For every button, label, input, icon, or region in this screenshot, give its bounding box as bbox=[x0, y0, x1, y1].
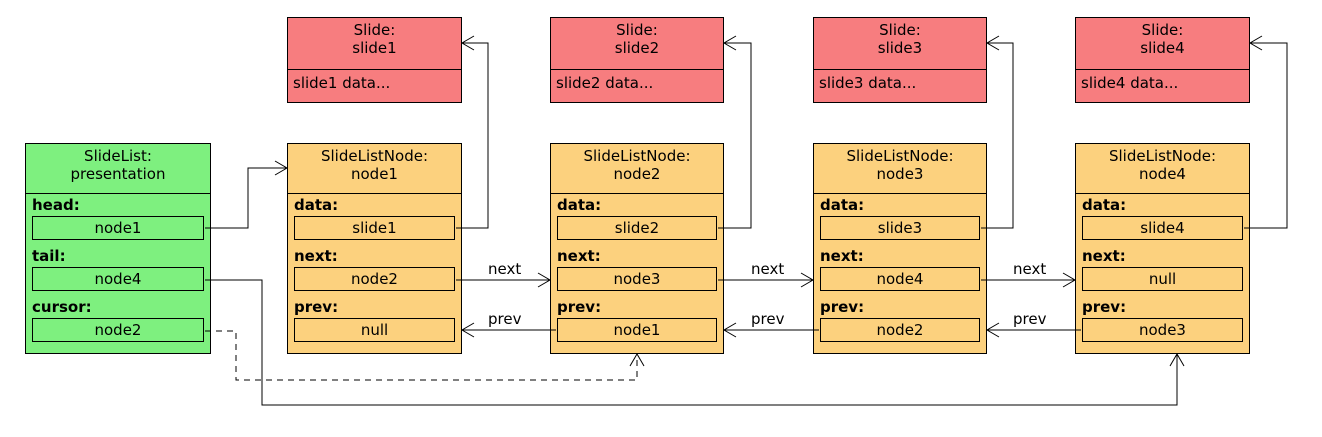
data-edge-node3 bbox=[981, 42, 1014, 229]
divider bbox=[814, 193, 986, 194]
head-label: head: bbox=[32, 196, 80, 214]
divider bbox=[288, 69, 461, 70]
arrowhead-icon bbox=[986, 322, 1000, 338]
prev-value: node2 bbox=[820, 318, 980, 342]
tail-edge bbox=[205, 279, 1178, 406]
divider bbox=[26, 193, 210, 194]
arrowhead-icon bbox=[800, 272, 814, 288]
node-box-1: SlideListNode:node1 data: slide1 next: n… bbox=[287, 143, 462, 354]
next-value: node4 bbox=[820, 267, 980, 291]
slide-name: slide3 bbox=[877, 39, 923, 57]
data-edge-node4 bbox=[1244, 42, 1288, 229]
next-edge-label: next bbox=[751, 260, 784, 278]
next-edge-label: next bbox=[1013, 260, 1046, 278]
node-type-label: SlideListNode: bbox=[1108, 147, 1217, 165]
data-value: slide1 bbox=[294, 216, 455, 240]
next-label: next: bbox=[294, 247, 338, 265]
divider bbox=[288, 193, 461, 194]
arrowhead-icon bbox=[1249, 35, 1263, 51]
node-type-label: SlideListNode: bbox=[320, 147, 429, 165]
slide-box-3: Slide:slide3 slide3 data... bbox=[813, 17, 987, 103]
divider bbox=[1076, 69, 1249, 70]
arrowhead-icon bbox=[1169, 353, 1185, 367]
node-name: node4 bbox=[1139, 165, 1186, 183]
node-name: node3 bbox=[876, 165, 924, 183]
slide-box-1: Slide:slide1 slide1 data... bbox=[287, 17, 462, 103]
divider bbox=[551, 193, 723, 194]
tail-label: tail: bbox=[32, 247, 66, 265]
prev-label: prev: bbox=[294, 298, 339, 316]
next-value: node3 bbox=[557, 267, 717, 291]
arrowhead-icon bbox=[1062, 272, 1076, 288]
arrowhead-icon bbox=[723, 35, 737, 51]
slide-data-text: slide3 data... bbox=[819, 74, 917, 92]
data-label: data: bbox=[1082, 196, 1127, 214]
prev-edge-label: prev bbox=[488, 310, 522, 328]
arrowhead-icon bbox=[274, 160, 288, 176]
slidelist-name: presentation bbox=[70, 165, 166, 183]
divider bbox=[814, 69, 986, 70]
slidelist-type-label: SlideList: bbox=[84, 147, 152, 165]
prev-edge-label: prev bbox=[1013, 310, 1047, 328]
slidelist-box: SlideList:presentation head: node1 tail:… bbox=[25, 143, 211, 354]
node-name: node1 bbox=[351, 165, 398, 183]
next-edge-label: next bbox=[488, 260, 521, 278]
cursor-edge bbox=[205, 330, 638, 381]
slide-type-label: Slide: bbox=[879, 21, 921, 39]
data-value: slide4 bbox=[1082, 216, 1243, 240]
next-label: next: bbox=[1082, 247, 1126, 265]
slide-data-text: slide1 data... bbox=[293, 74, 391, 92]
data-edge-node2 bbox=[718, 42, 752, 229]
prev-value: node1 bbox=[557, 318, 717, 342]
prev-label: prev: bbox=[557, 298, 602, 316]
next-value: node2 bbox=[294, 267, 455, 291]
arrowhead-icon bbox=[537, 272, 551, 288]
prev-edge-label: prev bbox=[751, 310, 785, 328]
arrowhead-icon bbox=[461, 35, 475, 51]
data-label: data: bbox=[820, 196, 865, 214]
prev-value: null bbox=[294, 318, 455, 342]
data-label: data: bbox=[294, 196, 339, 214]
data-label: data: bbox=[557, 196, 602, 214]
prev-value: node3 bbox=[1082, 318, 1243, 342]
slide-name: slide2 bbox=[614, 39, 660, 57]
data-value: slide2 bbox=[557, 216, 717, 240]
node-type-label: SlideListNode: bbox=[846, 147, 954, 165]
arrowhead-icon bbox=[629, 353, 645, 367]
node-type-label: SlideListNode: bbox=[583, 147, 691, 165]
data-edge-node1 bbox=[456, 42, 489, 229]
slide-data-text: slide2 data... bbox=[556, 74, 654, 92]
slide-type-label: Slide: bbox=[353, 21, 396, 39]
cursor-label: cursor: bbox=[32, 298, 92, 316]
node-box-4: SlideListNode:node4 data: slide4 next: n… bbox=[1075, 143, 1250, 354]
next-value: null bbox=[1082, 267, 1243, 291]
head-edge bbox=[205, 167, 287, 229]
arrowhead-icon bbox=[461, 322, 475, 338]
slide-name: slide1 bbox=[352, 39, 397, 57]
arrowhead-icon bbox=[986, 35, 1000, 51]
head-value: node1 bbox=[32, 216, 204, 240]
data-value: slide3 bbox=[820, 216, 980, 240]
slide-data-text: slide4 data... bbox=[1081, 74, 1179, 92]
next-label: next: bbox=[557, 247, 601, 265]
node-name: node2 bbox=[613, 165, 661, 183]
prev-label: prev: bbox=[820, 298, 865, 316]
cursor-value: node2 bbox=[32, 318, 204, 342]
next-label: next: bbox=[820, 247, 864, 265]
slide-box-4: Slide:slide4 slide4 data... bbox=[1075, 17, 1250, 103]
slide-box-2: Slide:slide2 slide2 data... bbox=[550, 17, 724, 103]
node-box-2: SlideListNode:node2 data: slide2 next: n… bbox=[550, 143, 724, 354]
arrowhead-icon bbox=[723, 322, 737, 338]
divider bbox=[551, 69, 723, 70]
slide-type-label: Slide: bbox=[616, 21, 658, 39]
slide-name: slide4 bbox=[1140, 39, 1185, 57]
tail-value: node4 bbox=[32, 267, 204, 291]
prev-label: prev: bbox=[1082, 298, 1127, 316]
node-box-3: SlideListNode:node3 data: slide3 next: n… bbox=[813, 143, 987, 354]
divider bbox=[1076, 193, 1249, 194]
slide-type-label: Slide: bbox=[1141, 21, 1184, 39]
